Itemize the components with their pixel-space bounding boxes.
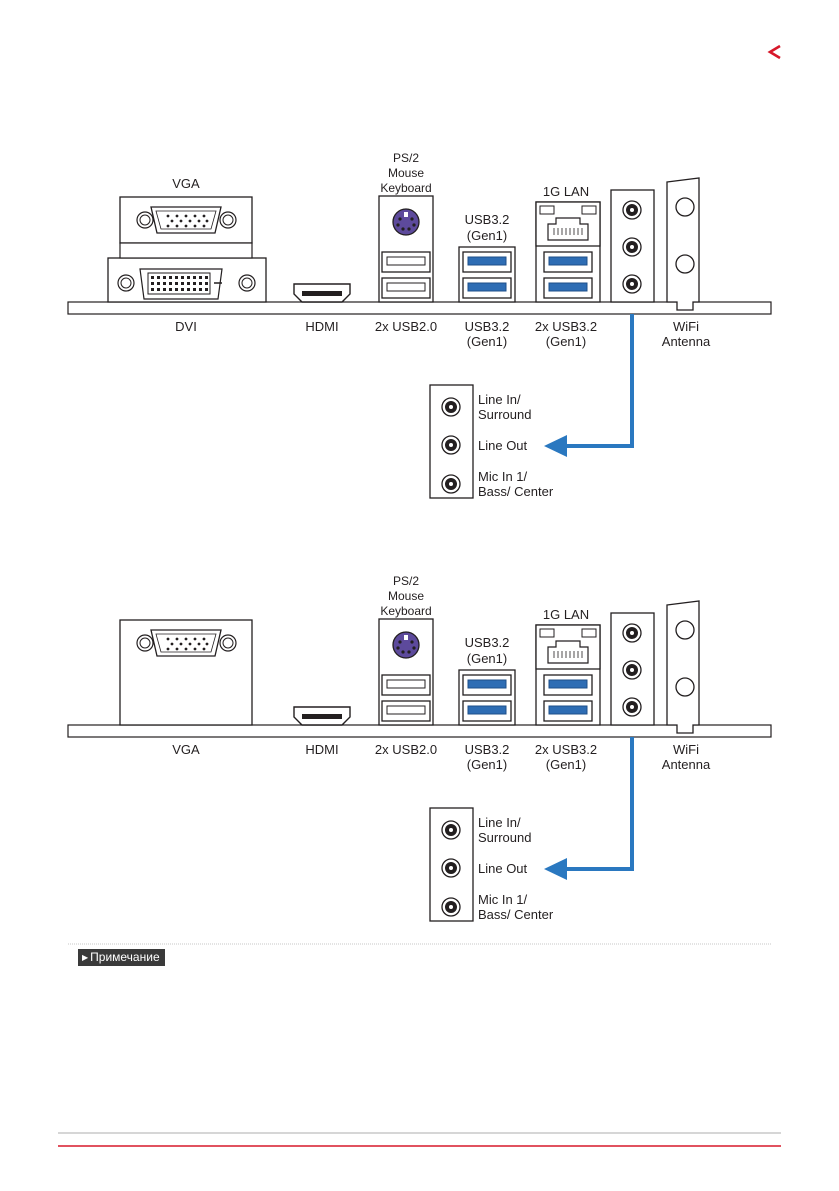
label-usb20: 2x USB2.0: [375, 319, 437, 334]
play-arrow-icon: ▶: [82, 953, 89, 962]
label-line-out-2: Line Out: [478, 861, 528, 876]
label-usb32-a-2: USB3.2: [465, 742, 510, 757]
label-lan-2: 1G LAN: [543, 607, 589, 622]
label-lan: 1G LAN: [543, 184, 589, 199]
label-usb32-a: USB3.2: [465, 319, 510, 334]
label-line-in-a-2: Line In/: [478, 815, 521, 830]
label-mic-a-2: Mic In 1/: [478, 892, 528, 907]
label-vga-top: VGA: [172, 176, 200, 191]
wifi-antenna-bracket: [666, 177, 700, 311]
label-usb32-top-a-2: USB3.2: [465, 635, 510, 650]
audio-stack: [610, 189, 655, 303]
audio-stack-2: [610, 612, 655, 726]
label-ps2-2: PS/2: [393, 574, 419, 588]
audio-arrow: [544, 314, 634, 457]
label-hdmi-2: HDMI: [305, 742, 338, 757]
label-keyboard-2: Keyboard: [380, 604, 431, 618]
label-usb32-top-a: USB3.2: [465, 212, 510, 227]
ps2-usb2-stack: [378, 195, 434, 303]
label-line-in-b: Surround: [478, 407, 531, 422]
label-wifi-b: Antenna: [662, 334, 711, 349]
label-usb32x2-a-2: 2x USB3.2: [535, 742, 597, 757]
label-line-in-b-2: Surround: [478, 830, 531, 845]
label-ps2: PS/2: [393, 151, 419, 165]
label-vga-2: VGA: [172, 742, 200, 757]
wifi-antenna-bracket-2: [666, 600, 700, 734]
label-usb32x2-a: 2x USB3.2: [535, 319, 597, 334]
label-line-in-a: Line In/: [478, 392, 521, 407]
diagram-1: VGA PS/2 Mouse Keyboard USB3.2 (Gen1) 1G…: [67, 151, 772, 499]
hdmi-port: [293, 283, 351, 303]
chevron-left-icon: [767, 44, 781, 60]
label-wifi-b-2: Antenna: [662, 757, 711, 772]
label-usb20-2: 2x USB2.0: [375, 742, 437, 757]
lan-usb32-stack-2: [535, 624, 601, 726]
diagram-2: PS/2 Mouse Keyboard USB3.2 (Gen1) 1G LAN…: [67, 574, 772, 922]
label-mouse: Mouse: [388, 166, 424, 180]
usb32-stack-2: [458, 669, 516, 726]
label-mic-a: Mic In 1/: [478, 469, 528, 484]
audio-arrow-2: [544, 737, 634, 880]
label-wifi-a-2: WiFi: [673, 742, 699, 757]
dvi-port: [107, 257, 267, 303]
label-hdmi: HDMI: [305, 319, 338, 334]
note-label: Примечание: [90, 950, 160, 964]
label-mic-b-2: Bass/ Center: [478, 907, 554, 922]
label-usb32-top-b: (Gen1): [467, 228, 507, 243]
label-usb32x2-b-2: (Gen1): [546, 757, 586, 772]
lan-usb32-stack: [535, 201, 601, 303]
label-mouse-2: Mouse: [388, 589, 424, 603]
label-usb32-b-2: (Gen1): [467, 757, 507, 772]
label-usb32-top-b-2: (Gen1): [467, 651, 507, 666]
label-line-out: Line Out: [478, 438, 528, 453]
ps2-usb2-stack-2: [378, 618, 434, 726]
vga-port: [119, 196, 253, 244]
audio-detail: Line In/ Surround Line Out Mic In 1/ Bas…: [429, 384, 554, 499]
hdmi-port-2: [293, 706, 351, 726]
label-usb32x2-b: (Gen1): [546, 334, 586, 349]
label-keyboard: Keyboard: [380, 181, 431, 195]
vga-port-2: [119, 619, 253, 726]
label-wifi-a: WiFi: [673, 319, 699, 334]
audio-detail-2: Line In/ Surround Line Out Mic In 1/ Bas…: [429, 807, 554, 922]
label-usb32-b: (Gen1): [467, 334, 507, 349]
label-dvi: DVI: [175, 319, 197, 334]
usb32-stack: [458, 246, 516, 303]
label-mic-b: Bass/ Center: [478, 484, 554, 499]
note-badge: ▶Примечание: [78, 949, 165, 966]
